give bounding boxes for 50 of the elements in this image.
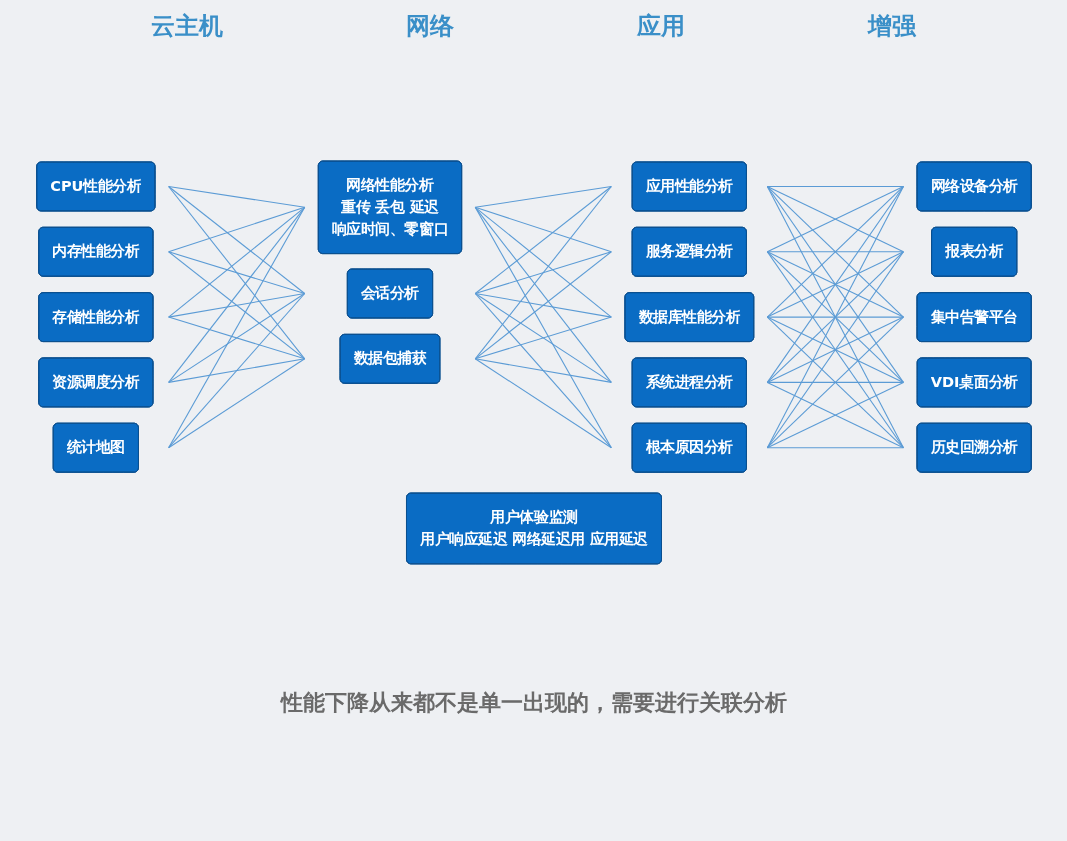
connector [167, 357, 305, 383]
column-heading: 增强 [867, 11, 916, 42]
connector [167, 206, 305, 252]
connector [474, 250, 612, 359]
connector [766, 381, 904, 383]
connector [474, 185, 612, 208]
connector [167, 185, 305, 359]
column-heading: 网络 [406, 11, 455, 42]
connector [766, 250, 904, 318]
connector [766, 250, 904, 252]
connector [766, 185, 904, 187]
connector [167, 316, 305, 359]
connector [474, 357, 612, 383]
connector [474, 250, 612, 294]
connector [474, 357, 612, 448]
connector [474, 185, 612, 359]
connector [167, 185, 305, 208]
connector [167, 250, 305, 359]
connector [167, 250, 305, 294]
column-heading: 应用 [636, 11, 685, 42]
connector [167, 206, 305, 448]
column-heading: 云主机 [151, 11, 224, 42]
connector [766, 185, 904, 383]
connector [766, 316, 904, 448]
connector [474, 292, 612, 318]
connector [474, 206, 612, 252]
connector [474, 316, 612, 359]
connector [167, 206, 305, 383]
note-text: 性能下降从来都不是单一出现的，需要进行关联分析 [280, 689, 787, 717]
connector [167, 292, 305, 318]
connector [474, 292, 612, 383]
connector [474, 185, 612, 294]
connector [167, 357, 305, 448]
connector [766, 250, 904, 448]
connector [474, 206, 612, 383]
connector [474, 206, 612, 318]
connector [167, 292, 305, 448]
connector [167, 206, 305, 318]
connector [167, 185, 305, 294]
connector [766, 185, 904, 252]
connector [766, 185, 904, 448]
connector [167, 292, 305, 383]
connector [766, 316, 904, 383]
connector [766, 316, 904, 318]
connector [474, 206, 612, 448]
connector [766, 185, 904, 318]
connector [766, 381, 904, 448]
connector [766, 250, 904, 383]
connector [474, 292, 612, 448]
connector [766, 446, 904, 448]
